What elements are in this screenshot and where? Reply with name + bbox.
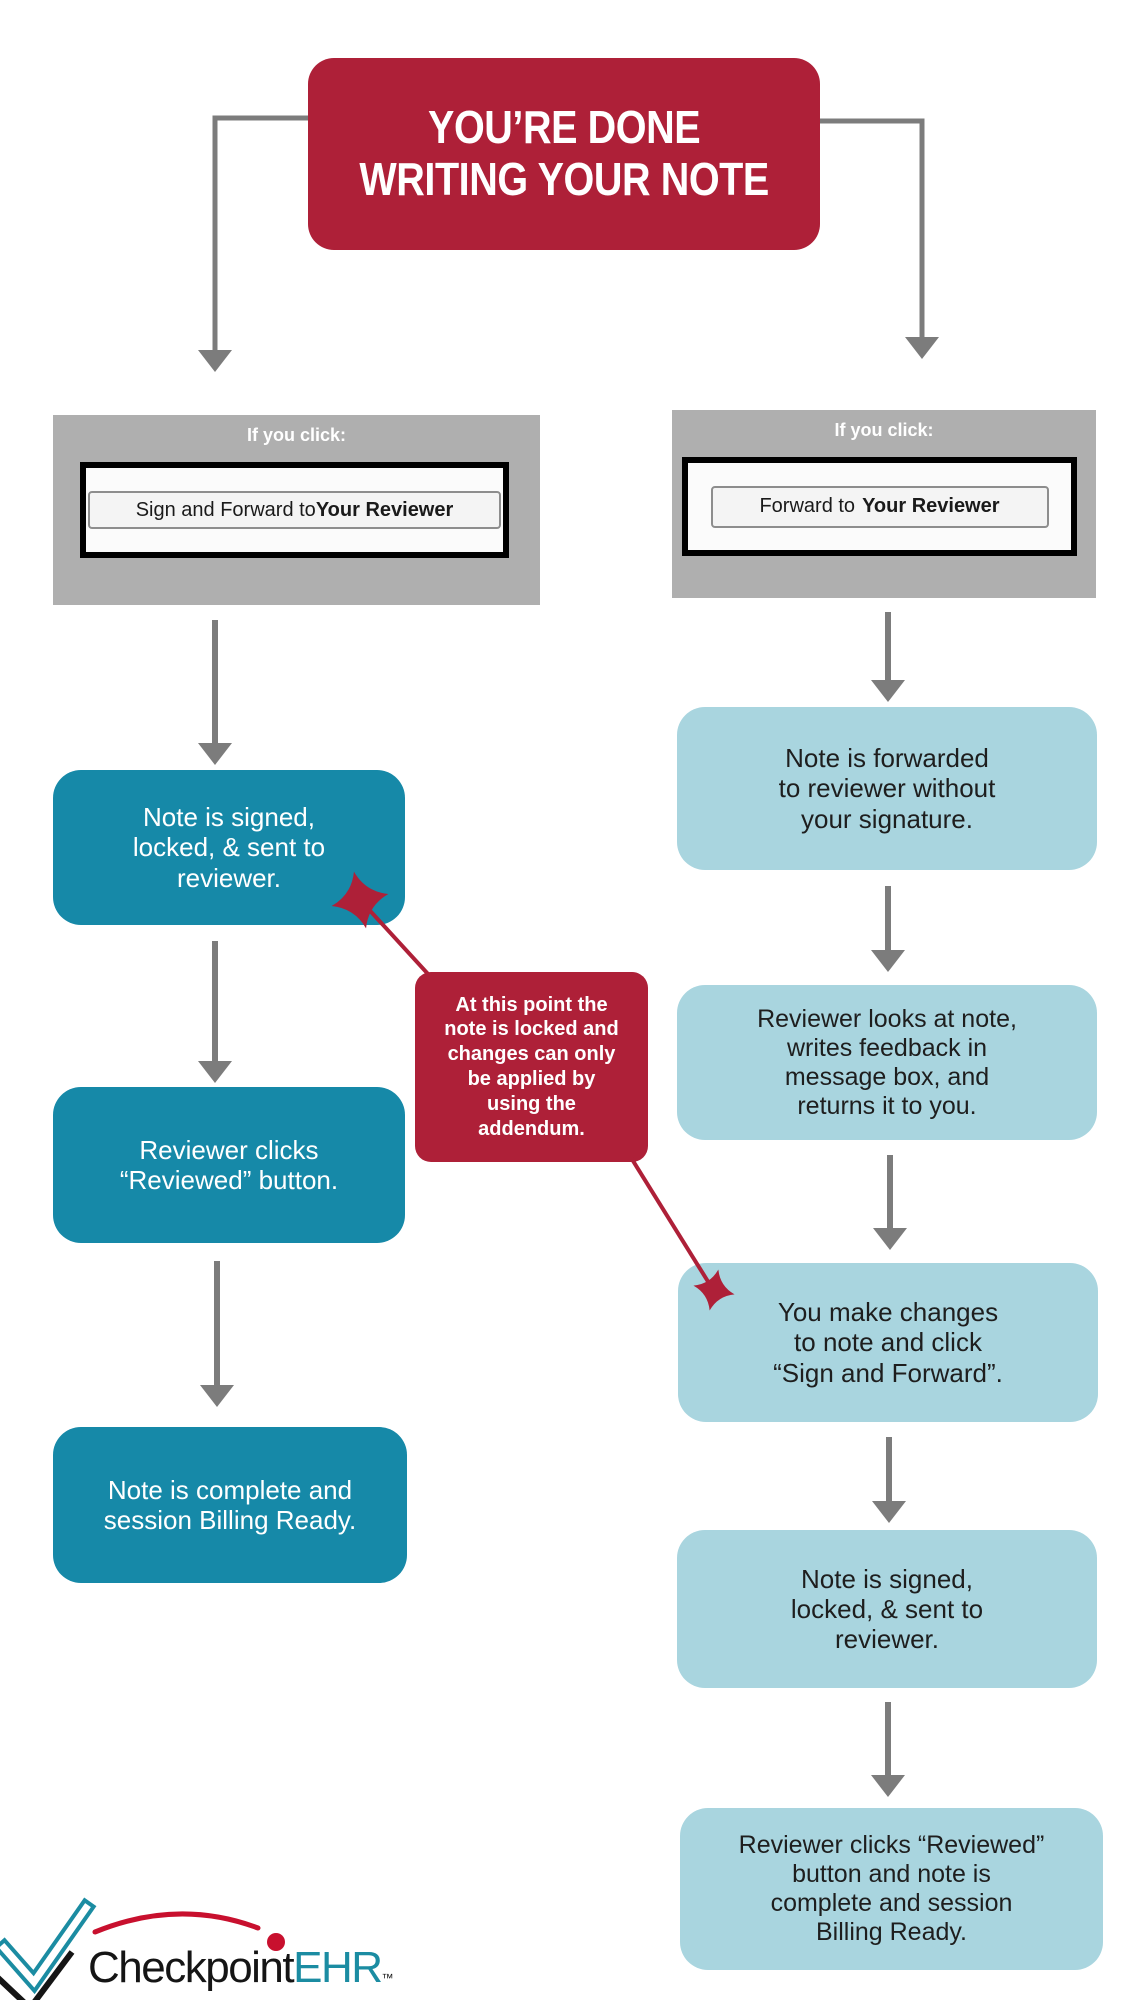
title-box: YOU’RE DONE WRITING YOUR NOTE xyxy=(308,58,820,250)
step-text: Note is complete and session Billing Rea… xyxy=(103,1474,357,1535)
arrowhead xyxy=(200,1385,234,1407)
connector-left-elbow xyxy=(212,115,308,352)
right-step-4: Note is signed, locked, & sent to review… xyxy=(677,1530,1097,1688)
button-text: Sign and Forward to xyxy=(135,498,316,521)
right-step-3: You make changes to note and click “Sign… xyxy=(678,1263,1098,1422)
arrowhead xyxy=(198,743,232,765)
addendum-callout: At this point the note is locked and cha… xyxy=(415,972,648,1162)
arrowhead xyxy=(872,1501,906,1523)
step-text: Note is signed, locked, & sent to review… xyxy=(132,802,326,893)
arrowhead xyxy=(873,1228,907,1250)
right-step-1: Note is forwarded to reviewer without yo… xyxy=(677,707,1097,870)
checkpoint-ehr-logo: CheckpointEHR™ xyxy=(0,1897,394,2000)
left-step-1: Note is signed, locked, & sent to review… xyxy=(53,770,405,925)
button-text-bold: Your Reviewer xyxy=(862,495,1000,517)
forward-button[interactable]: Forward to Your Reviewer xyxy=(710,485,1049,528)
connector-right-elbow xyxy=(820,118,925,338)
step-text: Reviewer clicks “Reviewed” button and no… xyxy=(738,1831,1045,1946)
right-button-screenshot: Forward to Your Reviewer xyxy=(682,457,1077,556)
logo-swoosh xyxy=(92,1911,261,1935)
logo-checkmark-shadow xyxy=(0,1950,75,2000)
step-text: Note is signed, locked, & sent to review… xyxy=(790,1563,984,1655)
sign-and-forward-button[interactable]: Sign and Forward to Your Reviewer xyxy=(88,491,501,529)
step-text: Note is forwarded to reviewer without yo… xyxy=(778,743,996,834)
logo-dot xyxy=(267,1933,285,1951)
title-text: YOU’RE DONE WRITING YOUR NOTE xyxy=(359,101,769,205)
logo-text: CheckpointEHR™ xyxy=(88,1943,393,1992)
right-step-5: Reviewer clicks “Reviewed” button and no… xyxy=(680,1808,1103,1970)
logo-checkmark-inner xyxy=(0,1903,91,1988)
left-click-label: If you click: xyxy=(246,425,347,445)
step-text: Reviewer looks at note, writes feedback … xyxy=(757,1004,1017,1120)
right-click-panel: If you click: Forward to Your Reviewer xyxy=(672,410,1096,598)
arrowhead xyxy=(198,1061,232,1083)
arrowhead xyxy=(871,1775,905,1797)
right-step-2: Reviewer looks at note, writes feedback … xyxy=(677,985,1097,1140)
right-click-label: If you click: xyxy=(834,420,934,440)
arrowhead xyxy=(905,337,939,359)
step-text: You make changes to note and click “Sign… xyxy=(773,1297,1003,1388)
callout-text: At this point the note is locked and cha… xyxy=(444,993,619,1140)
left-step-3: Note is complete and session Billing Rea… xyxy=(53,1427,407,1583)
arrowhead xyxy=(871,680,905,702)
left-button-screenshot: Sign and Forward to Your Reviewer xyxy=(80,462,509,558)
button-text-bold: Your Reviewer xyxy=(315,498,454,521)
arrowhead xyxy=(871,950,905,972)
arrowhead xyxy=(198,350,232,372)
left-step-2: Reviewer clicks “Reviewed” button. xyxy=(53,1087,405,1243)
left-click-panel: If you click: Sign and Forward to Your R… xyxy=(53,415,540,605)
button-text: Forward to xyxy=(759,495,856,517)
step-text: Reviewer clicks “Reviewed” button. xyxy=(119,1134,339,1195)
